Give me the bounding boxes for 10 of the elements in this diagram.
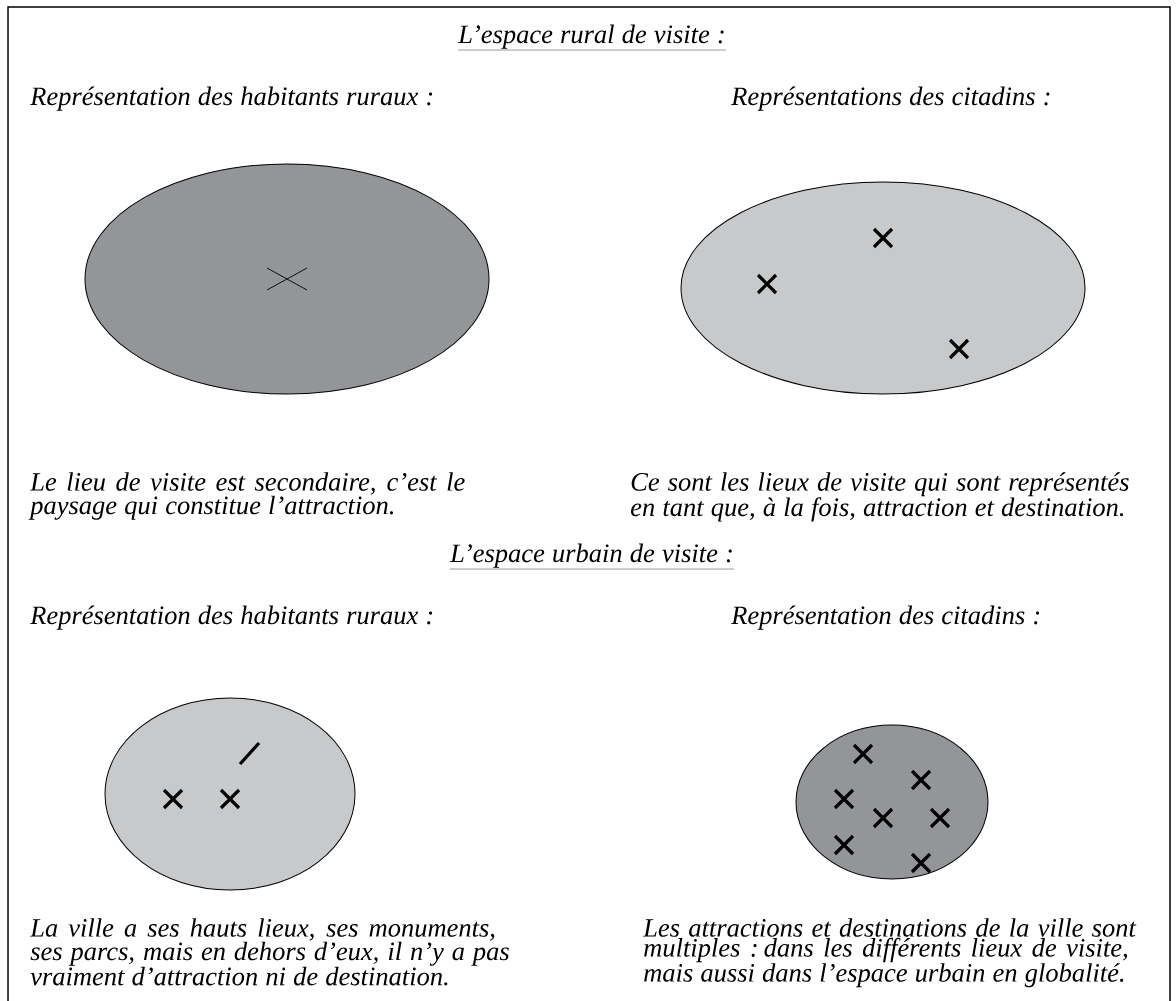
subheading: Représentations des citadins : xyxy=(731,86,1050,111)
section-heading: L’espace urbain de visite : xyxy=(449,543,735,570)
description-text: Les attractions et destinations de la ville sont multiples : dans les différents lieux de visite, mais aussi dans l’espace urbain en globalité. xyxy=(642,918,1137,988)
description-text: Ce sont les lieux de visite qui sont représentés en tant que, à la fois, attraction et destination. xyxy=(631,472,1129,522)
subheading: Représentation des habitants ruraux : xyxy=(30,86,433,111)
description-text: Le lieu de visite est secondaire, c’est le paysage qui constitue l’attraction. xyxy=(28,472,465,520)
description-text: La ville a ses hauts lieux, ses monuments, ses parcs, mais en dehors d’eux, il n’y a pas vraiment d’attraction ni de destination. xyxy=(29,918,509,986)
subheading: Représentation des citadins : xyxy=(731,605,1040,630)
subheading: Représentation des habitants ruraux : xyxy=(30,605,433,630)
section-heading: L’espace rural de visite : xyxy=(457,24,726,51)
